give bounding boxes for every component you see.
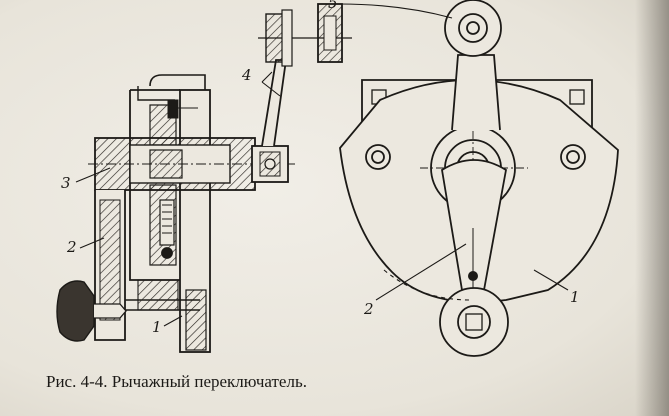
front-leaders bbox=[339, 3, 569, 301]
lower-lever bbox=[441, 159, 507, 291]
top-roller-arm bbox=[451, 54, 501, 131]
label-plate: 1 bbox=[570, 288, 580, 306]
label-lever-arm: 2 bbox=[363, 300, 374, 318]
top-roller bbox=[444, 0, 502, 57]
front-view bbox=[339, 0, 619, 357]
label-top-roller: 5 bbox=[328, 0, 338, 12]
lower-roller bbox=[439, 287, 509, 357]
label-shaft: 3 bbox=[61, 174, 71, 192]
lever-arm bbox=[261, 59, 288, 147]
label-lever: 4 bbox=[241, 66, 252, 84]
side-view bbox=[56, 3, 352, 353]
side-leaders bbox=[75, 71, 281, 327]
adjustment-knob bbox=[56, 280, 95, 342]
label-body: 1 bbox=[152, 318, 162, 336]
label-bracket: 2 bbox=[66, 238, 77, 256]
figure-caption: Рис. 4-4. Рычажный переключатель. bbox=[46, 372, 307, 391]
